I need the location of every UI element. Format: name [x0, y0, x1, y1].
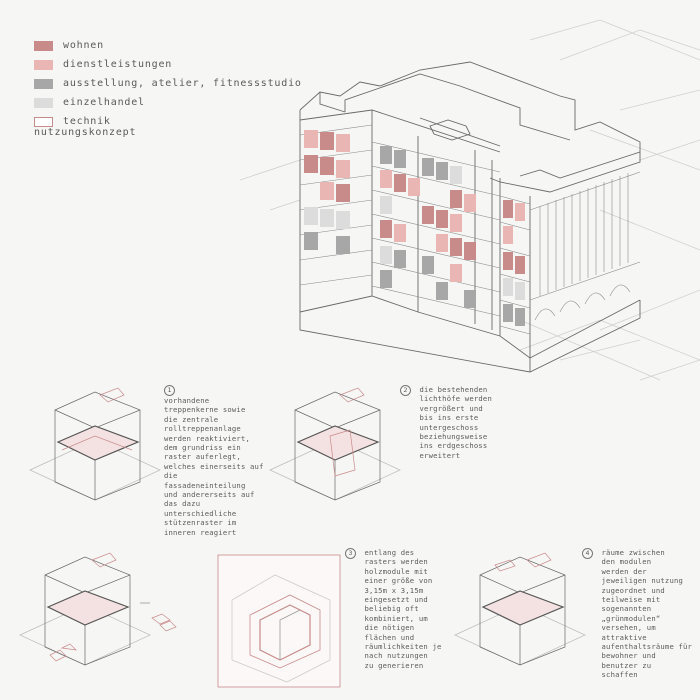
usage-blocks — [304, 130, 525, 326]
legend-item-ausstellung: ausstellung, atelier, fitnessstudio — [34, 74, 302, 93]
step-3-note: 3 entlang des rasters werden holzmodule … — [345, 548, 450, 670]
floor-lines — [299, 124, 531, 335]
module-detail-box — [217, 554, 341, 688]
legend-label: dienstleistungen — [63, 59, 173, 70]
step-number: 1 — [164, 385, 175, 396]
legend-label: ausstellung, atelier, fitnessstudio — [63, 78, 302, 89]
step-text: entlang des rasters werden holzmodule mi… — [364, 548, 442, 670]
legend-swatch — [34, 40, 53, 51]
step-text: räume zwischen den modulen werden der je… — [601, 548, 693, 680]
legend-swatch — [34, 97, 53, 108]
context-lines — [239, 19, 700, 381]
step-text: vorhandene treppenkerne sowie die zentra… — [164, 396, 264, 537]
step-2-note: 2 die bestehenden lichthöfe werden vergr… — [400, 385, 510, 460]
legend-swatch — [34, 116, 53, 127]
legend-item-einzelhandel: einzelhandel — [34, 93, 302, 112]
legend: wohnen dienstleistungen ausstellung, ate… — [34, 36, 302, 131]
step-4-note: 4 räume zwischen den modulen werden der … — [582, 548, 694, 680]
step-1-note: 1 vorhandene treppenkerne sowie die zent… — [164, 385, 269, 537]
step-2-diagram — [269, 387, 401, 501]
legend-item-wohnen: wohnen — [34, 36, 302, 55]
step-number: 3 — [345, 548, 356, 559]
hall-facade — [529, 171, 641, 321]
step-4-diagram — [454, 552, 586, 666]
step-1-diagram — [29, 387, 161, 501]
step-text: die bestehenden lichthöfe werden vergröß… — [419, 385, 492, 460]
step-3-diagram — [19, 552, 177, 666]
legend-item-technik: technik — [34, 112, 302, 131]
legend-label: einzelhandel — [63, 97, 145, 108]
legend-swatch — [34, 78, 53, 89]
legend-label: wohnen — [63, 40, 104, 51]
legend-item-dienstleistungen: dienstleistungen — [34, 55, 302, 74]
step-number: 2 — [400, 385, 411, 396]
main-building — [299, 61, 641, 373]
legend-swatch — [34, 59, 53, 70]
legend-title: nutzungskonzept — [34, 127, 137, 138]
step-number: 4 — [582, 548, 593, 559]
legend-label: technik — [63, 116, 111, 127]
